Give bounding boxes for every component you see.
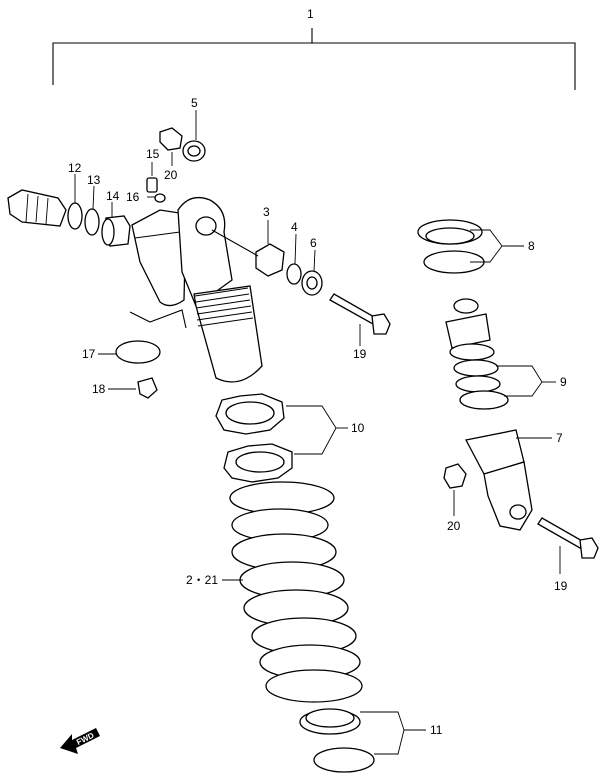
callout-4: 4 [291,220,298,234]
lock-ring-10-lower [223,443,293,483]
body-thread [194,287,254,327]
o-ring-4 [286,263,302,285]
bushing-5 [182,140,206,162]
callout-5: 5 [191,96,198,110]
bushing-14 [101,215,131,247]
callout-15: 15 [146,147,160,161]
bolt-19-center [329,293,391,335]
lock-ring-10-upper [215,393,285,435]
callout-12: 12 [68,161,82,175]
bump-stop-9 [445,298,509,410]
spring-seat-11 [299,708,375,773]
callout-16: 16 [126,190,140,204]
assembly-bracket [52,28,576,90]
callout-19-center: 19 [353,347,367,361]
washer-20-top [159,127,183,151]
callout-8: 8 [528,239,535,253]
shock-main-body [177,196,263,383]
reservoir-body [131,209,187,307]
callout-14: 14 [106,189,120,203]
damper-clevis-7 [465,429,533,531]
callout-11: 11 [430,723,443,737]
callout-10: 10 [351,421,365,435]
callout-2-21: 2・21 [186,573,218,587]
seal-6 [301,270,323,296]
nut-16 [154,193,166,203]
fwd-label: FWD [75,731,96,747]
callout-17: 17 [82,347,96,361]
valve-15 [146,177,158,193]
callout-18: 18 [92,382,106,396]
coil-spring [229,481,363,703]
callout-6: 6 [310,236,317,250]
callout-19-right: 19 [554,579,568,593]
callout-1: 1 [307,7,314,21]
callout-20-top: 20 [164,168,178,182]
callout-13: 13 [87,173,101,187]
callout-7: 7 [556,431,563,445]
callout-9: 9 [560,375,567,389]
hose-band-17 [115,309,187,364]
bushing-3 [255,243,285,277]
reservoir-cap [7,189,67,227]
rings-8 [417,219,485,274]
callout-20-right: 20 [447,519,461,533]
fwd-arrow-icon: FWD [60,728,100,754]
callout-3: 3 [263,205,270,219]
ring-13 [84,208,100,236]
washer-20-right [443,463,467,489]
cap-18 [137,377,158,399]
o-ring-12 [67,202,83,230]
bolt-19-right [537,517,599,559]
